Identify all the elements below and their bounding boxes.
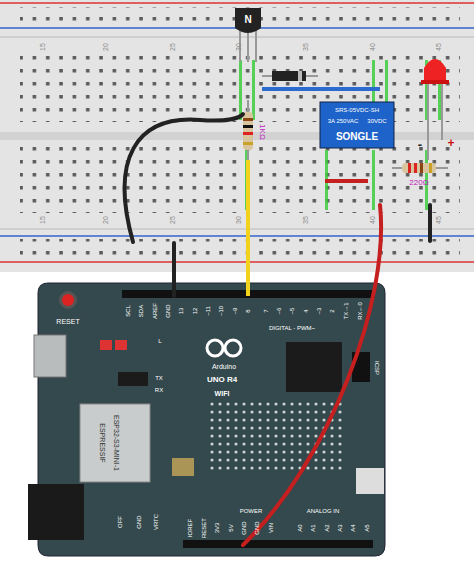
pin-label: ~3 xyxy=(316,308,322,315)
board-label: DIGITAL - PWM~ xyxy=(269,325,315,331)
resistor-symbol xyxy=(392,163,448,173)
pin-label: ~5 xyxy=(289,308,295,315)
column-number: 30 xyxy=(235,216,242,224)
pin-label: TX→1 xyxy=(343,302,349,319)
pin-label: 8 xyxy=(245,309,251,312)
board-label: ANALOG IN xyxy=(307,508,340,514)
column-number: 40 xyxy=(369,216,376,224)
yellow-wire xyxy=(246,160,250,296)
pin-label: 7 xyxy=(263,309,269,312)
pin-label: SCL xyxy=(125,305,131,317)
module-label: ESPRESSIF xyxy=(99,423,106,462)
led-symbol xyxy=(421,59,449,160)
pin-label: 2 xyxy=(329,309,335,312)
column-number: 25 xyxy=(169,43,176,51)
board-label: VRTC xyxy=(153,514,159,530)
board-label: OFF xyxy=(117,516,123,528)
pin-label: A0 xyxy=(297,524,303,531)
polarity-label: - xyxy=(418,138,422,151)
pin-label: SDA xyxy=(138,305,144,317)
pin-label: ~6 xyxy=(276,308,282,315)
part-label: 3A 250VAC xyxy=(328,118,359,124)
column-number: 45 xyxy=(435,216,442,224)
blue-wire xyxy=(262,87,380,91)
column-number: 15 xyxy=(39,216,46,224)
pin-label: 3V3 xyxy=(214,523,220,534)
value-label: 220Ω xyxy=(409,179,428,187)
resistor-symbol xyxy=(243,100,253,165)
part-label: N xyxy=(244,15,251,25)
diode-symbol xyxy=(262,71,318,81)
pin-label: A2 xyxy=(324,524,330,531)
column-number: 15 xyxy=(39,43,46,51)
pin-label: RX←0 xyxy=(357,302,363,320)
board-label: GND xyxy=(136,515,142,528)
pin-label: 12 xyxy=(192,308,198,315)
column-number: 40 xyxy=(369,43,376,51)
transistor-symbol xyxy=(235,8,261,62)
pin-label: VIN xyxy=(268,523,274,533)
part-label: SONGLE xyxy=(336,132,378,142)
value-label: 1KΩ xyxy=(258,124,266,140)
pin-label: 5V xyxy=(228,524,234,531)
column-number: 20 xyxy=(102,43,109,51)
board-label: ICSP xyxy=(374,361,380,375)
module-label: ESP32-S3-MINI-1 xyxy=(113,415,120,471)
pin-label: GND xyxy=(254,521,260,534)
red-wire xyxy=(325,179,368,183)
model-label: UNO R4 xyxy=(207,376,237,384)
breadboard xyxy=(0,0,474,272)
pin-label: ~11 xyxy=(205,306,211,316)
part-label: 30VDC xyxy=(367,118,386,124)
board-label: RX xyxy=(155,387,163,393)
column-number: 20 xyxy=(102,216,109,224)
red-wire xyxy=(243,205,381,545)
column-number: 25 xyxy=(169,216,176,224)
polarity-label: + xyxy=(447,137,454,149)
pin-label: 4 xyxy=(303,309,309,312)
model-label: WIFI xyxy=(215,390,230,397)
black-wire xyxy=(125,114,243,242)
pin-label: A4 xyxy=(350,524,356,531)
board-label: L xyxy=(158,338,161,344)
column-number: 35 xyxy=(302,43,309,51)
black-wire xyxy=(428,205,432,241)
board-label: TX xyxy=(155,375,163,381)
pin-label: IOREF xyxy=(187,519,193,537)
relay-body xyxy=(320,102,394,148)
pin-label: A3 xyxy=(337,524,343,531)
pin-label: GND xyxy=(165,304,171,317)
pin-label: ~10 xyxy=(218,306,224,316)
pin-label: AREF xyxy=(152,303,158,319)
column-number: 45 xyxy=(435,43,442,51)
board-label: RESET xyxy=(56,318,79,325)
pin-label: GND xyxy=(241,521,247,534)
pin-label: A5 xyxy=(364,524,370,531)
brand-label: Arduino xyxy=(212,363,236,370)
board-label: POWER xyxy=(240,508,263,514)
pin-label: RESET xyxy=(201,518,207,538)
pin-label: ~9 xyxy=(232,308,238,315)
pin-label: 13 xyxy=(178,308,184,315)
column-number: 35 xyxy=(302,216,309,224)
black-wire xyxy=(172,243,176,296)
pin-label: A1 xyxy=(310,524,316,531)
part-label: SRS-05VDC-SH xyxy=(335,107,379,113)
column-number: 30 xyxy=(235,43,242,51)
